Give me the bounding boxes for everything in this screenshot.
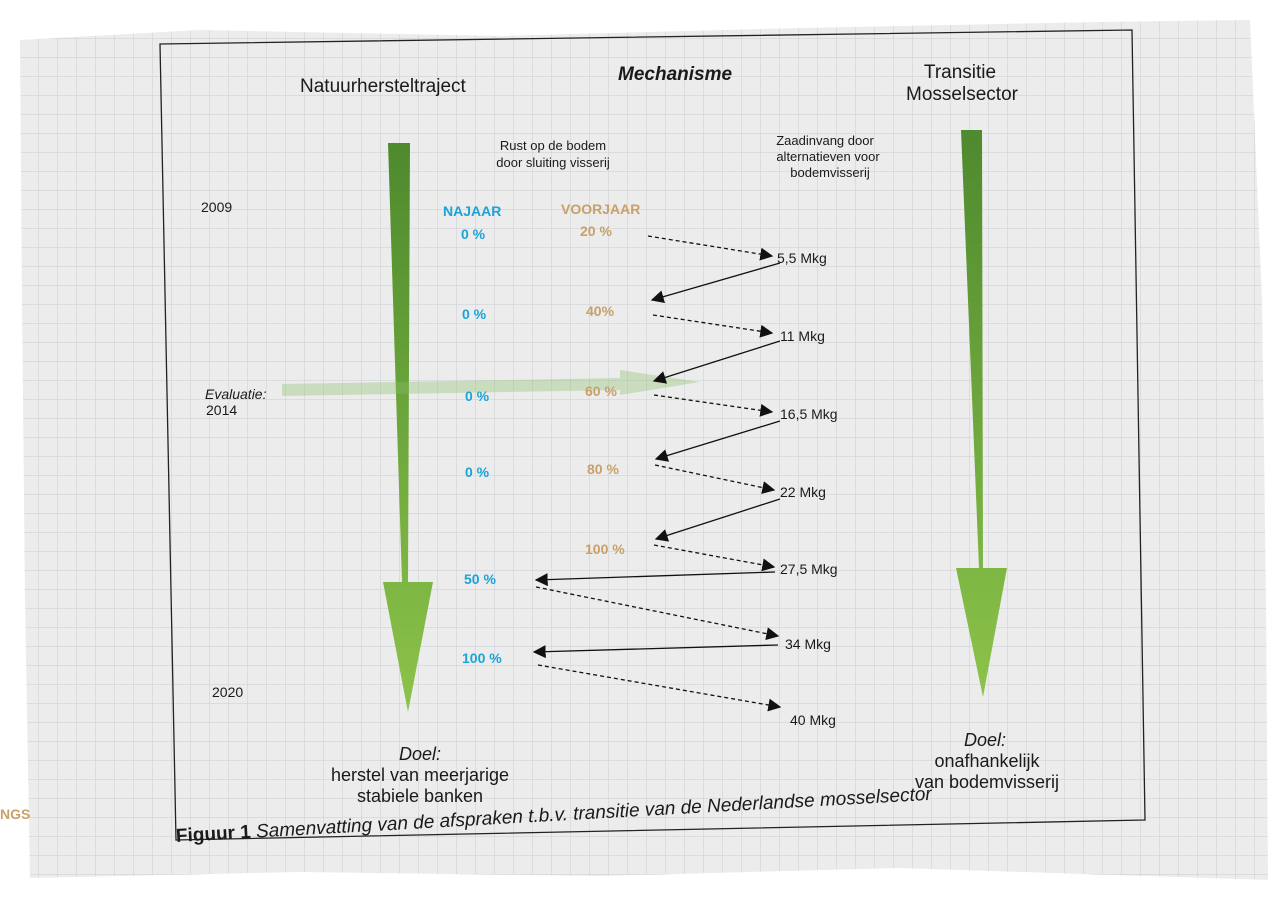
mkg-value: 11 Mkg — [780, 328, 825, 344]
voorjaar-value: 40% — [586, 303, 615, 319]
najaar-value: 0 % — [461, 226, 486, 242]
dashed-flow-arrow — [652, 314, 774, 338]
right-goal-line2: van bodemvisserij — [914, 772, 1060, 792]
evaluatie-arrow — [282, 370, 700, 396]
dashed-flow-arrow — [537, 664, 782, 712]
mkg-value: 27,5 Mkg — [780, 561, 838, 577]
solid-flow-arrow — [654, 420, 781, 462]
dashed-arrows — [535, 235, 782, 712]
mkg-value: 34 Mkg — [785, 636, 831, 652]
dashed-flow-arrow — [653, 544, 776, 572]
side-fragment: NGS — [0, 806, 31, 822]
solid-arrows — [532, 262, 781, 659]
left-goal-line2: stabiele banken — [356, 786, 484, 806]
label-najaar: NAJAAR — [443, 203, 502, 219]
evaluatie-label: Evaluatie: — [205, 386, 267, 402]
left-goal-line1: herstel van meerjarige — [330, 765, 510, 785]
najaar-value: 0 % — [465, 388, 490, 404]
najaar-value: 0 % — [462, 306, 487, 322]
najaar-value: 50 % — [464, 571, 496, 587]
label-voorjaar: VOORJAAR — [561, 201, 641, 217]
left-green-arrow — [383, 143, 433, 712]
header-mosselsector: Mosselsector — [906, 84, 1018, 105]
right-goal-title: Doel: — [963, 730, 1007, 750]
solid-flow-arrow — [652, 340, 781, 384]
voorjaar-value: 20 % — [580, 223, 612, 239]
caption-label: Figuur 1 — [175, 821, 252, 847]
voorjaar-value: 100 % — [585, 541, 625, 557]
year-start: 2009 — [201, 199, 233, 215]
voorjaar-value: 60 % — [585, 383, 617, 399]
header-mechanisme: Mechanisme — [618, 64, 733, 85]
header-natuurhersteltraject: Natuurhersteltraject — [300, 76, 466, 97]
mkg-value: 5,5 Mkg — [777, 250, 827, 266]
solid-flow-arrow — [654, 498, 781, 542]
dashed-flow-arrow — [535, 586, 780, 641]
evaluatie-year: 2014 — [206, 402, 238, 418]
solid-flow-arrow — [534, 571, 776, 587]
mkg-value: 22 Mkg — [780, 484, 826, 500]
mkg-value: 40 Mkg — [790, 712, 836, 728]
right-green-arrow — [956, 130, 1007, 697]
year-end: 2020 — [212, 684, 244, 700]
subheader-zaad-line2: alternatieven voor — [776, 149, 880, 164]
najaar-value: 100 % — [462, 650, 502, 666]
solid-flow-arrow — [650, 262, 781, 303]
dashed-flow-arrow — [653, 394, 774, 417]
right-goal-line1: onafhankelijk — [934, 751, 1040, 771]
subheader-zaad-line3: bodemvisserij — [790, 165, 870, 180]
header-transitie: Transitie — [923, 62, 997, 83]
najaar-value: 0 % — [465, 464, 490, 480]
solid-flow-arrow — [532, 644, 779, 659]
voorjaar-value: 80 % — [587, 461, 619, 477]
mkg-value: 16,5 Mkg — [780, 406, 838, 422]
subheader-zaad-line1: Zaadinvang door — [776, 133, 874, 148]
subheader-rust-line1: Rust op de bodem — [499, 138, 607, 153]
dashed-flow-arrow — [654, 464, 776, 494]
subheader-rust-line2: door sluiting visserij — [496, 155, 610, 170]
left-goal-title: Doel: — [398, 744, 442, 764]
diagram-frame — [159, 29, 1146, 841]
